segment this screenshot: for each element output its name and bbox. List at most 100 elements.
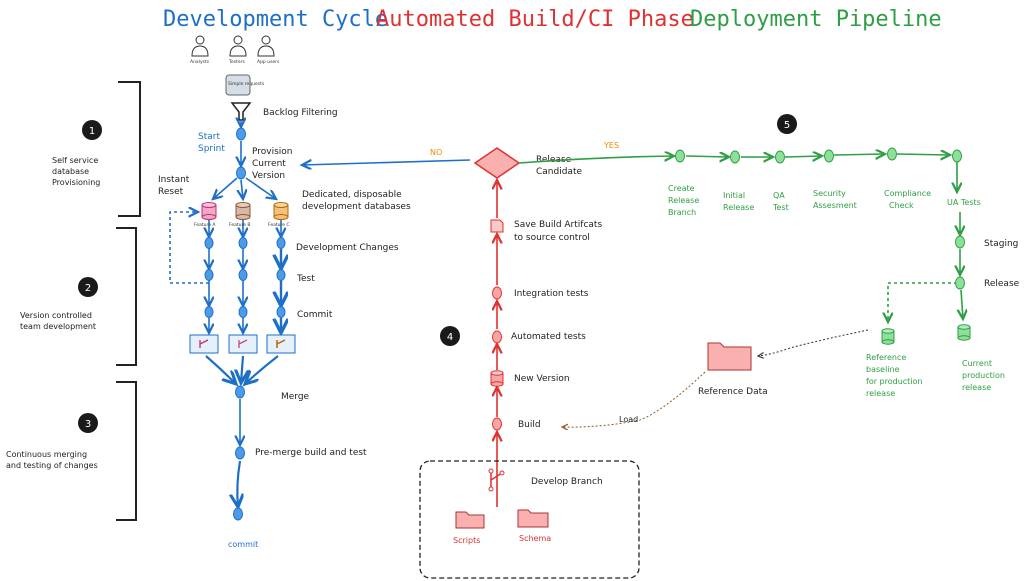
funnel-icon [230,102,252,121]
branch-dot-1 [488,468,494,474]
edge-yes-create-release [518,156,674,164]
edge-load [562,371,706,427]
node-build [492,417,502,431]
database-current-production-icon [957,324,971,341]
edge-create-initial [685,156,729,157]
edge-provision-feature-c [245,177,276,199]
label-dedicated-1: Dedicated, disposable [302,190,402,200]
database-new-version-icon [490,370,504,387]
title-ci-phase: Automated Build/CI Phase [376,7,694,32]
label-security-2: Assesment [813,201,857,210]
phase-1-badge: 1 [82,120,102,140]
label-sprint: Sprint [198,144,225,154]
folder-scripts-icon [455,511,485,529]
node-c-test [276,269,286,281]
label-create-release-2: Release [668,196,699,205]
label-feature-b: Feature B [229,222,251,228]
database-feature-b-icon [235,202,251,220]
title-development-cycle: Development Cycle [163,7,388,32]
node-b-dev [238,237,248,249]
label-current-prod-2: production [962,371,1005,380]
edge-release-current [961,289,963,319]
label-save-artifacts-1: Save Build Artifcats [514,220,602,230]
label-baseline-2: baseline [866,365,900,374]
label-yes: YES [603,141,619,150]
svg-text:3: 3 [85,419,91,430]
label-candidate: Candidate [536,167,582,177]
node-initial-release [730,150,740,164]
develop-branch-box [419,460,640,579]
folder-branch-a-icon [189,334,219,354]
node-start-sprint [236,127,246,141]
label-provision-3: Version [252,171,285,181]
requests-scroll-icon: Simple requests [225,74,265,96]
edge-premerge-commit [237,460,240,507]
label-release-step: Release [984,279,1020,289]
phase-3-line-1: Continuous merging [6,450,87,459]
label-instant: Instant [158,175,190,185]
database-feature-a-icon [201,202,217,220]
edge-release-baseline [888,282,957,322]
node-merge [235,385,245,399]
label-create-release-3: Branch [668,208,696,217]
svg-text:2: 2 [85,283,91,294]
label-create-release-1: Create [668,184,695,193]
label-qa-test-2: Test [772,203,789,212]
persona-label-app-users: App users [257,59,280,65]
database-feature-c-icon [273,202,289,220]
bracket-phase-1 [118,81,141,217]
node-qa-test [775,150,785,164]
label-ua-tests: UA Tests [947,198,981,207]
edge-provision-feature-a [213,177,238,199]
phase-1-line-2: database [52,167,89,176]
artifact-file-icon [490,219,504,233]
database-reference-baseline-icon [881,328,895,345]
label-merge: Merge [281,392,310,402]
node-create-release [675,149,685,163]
edge-baseline-to-reference [758,329,869,356]
label-automated-tests: Automated tests [511,332,586,342]
phase-2-line-2: team development [20,322,96,331]
label-start: Start [198,132,220,142]
persona-analysts-icon [191,35,209,57]
label-staging: Staging [984,239,1018,249]
label-baseline-3: for production [866,377,923,386]
label-pre-merge: Pre-merge build and test [255,448,367,458]
edge-security-compliance [833,154,885,155]
phase-1-line-1: Self service [52,156,98,165]
phase-4-badge: 4 [440,326,460,346]
label-provision-2: Current [252,159,286,169]
label-initial-release-2: Release [723,203,754,212]
node-integration-tests [492,286,502,300]
label-backlog-filtering: Backlog Filtering [263,108,338,118]
phase-3-line-2: and testing of changes [6,461,98,470]
svg-text:1: 1 [89,126,95,137]
folder-branch-b-icon [228,334,258,354]
node-b-commit [238,306,248,318]
node-staging [955,235,965,249]
svg-text:5: 5 [784,120,790,131]
node-provision [236,166,246,180]
label-build: Build [518,420,541,430]
label-schema: Schema [519,534,551,543]
label-initial-release-1: Initial [723,191,745,200]
node-premerge [235,446,245,460]
persona-label-testers: Testers [228,59,245,65]
folder-reference-data-icon [707,342,752,371]
node-a-test [204,269,214,281]
phase-1-line-3: Provisioning [52,178,100,187]
edge-a-merge [205,355,236,384]
node-a-dev [204,237,214,249]
label-scripts: Scripts [453,536,480,545]
node-compliance [887,147,897,161]
edge-qa-security [784,156,822,157]
persona-testers-icon [229,35,247,57]
node-c-commit [276,306,286,318]
label-compliance-2: Check [889,201,914,210]
label-current-prod-1: Current [962,359,992,368]
title-deployment-pipeline: Deployment Pipeline [690,7,942,32]
label-qa-test-1: QA [773,191,785,200]
svg-text:4: 4 [447,332,453,343]
node-b-test [238,269,248,281]
